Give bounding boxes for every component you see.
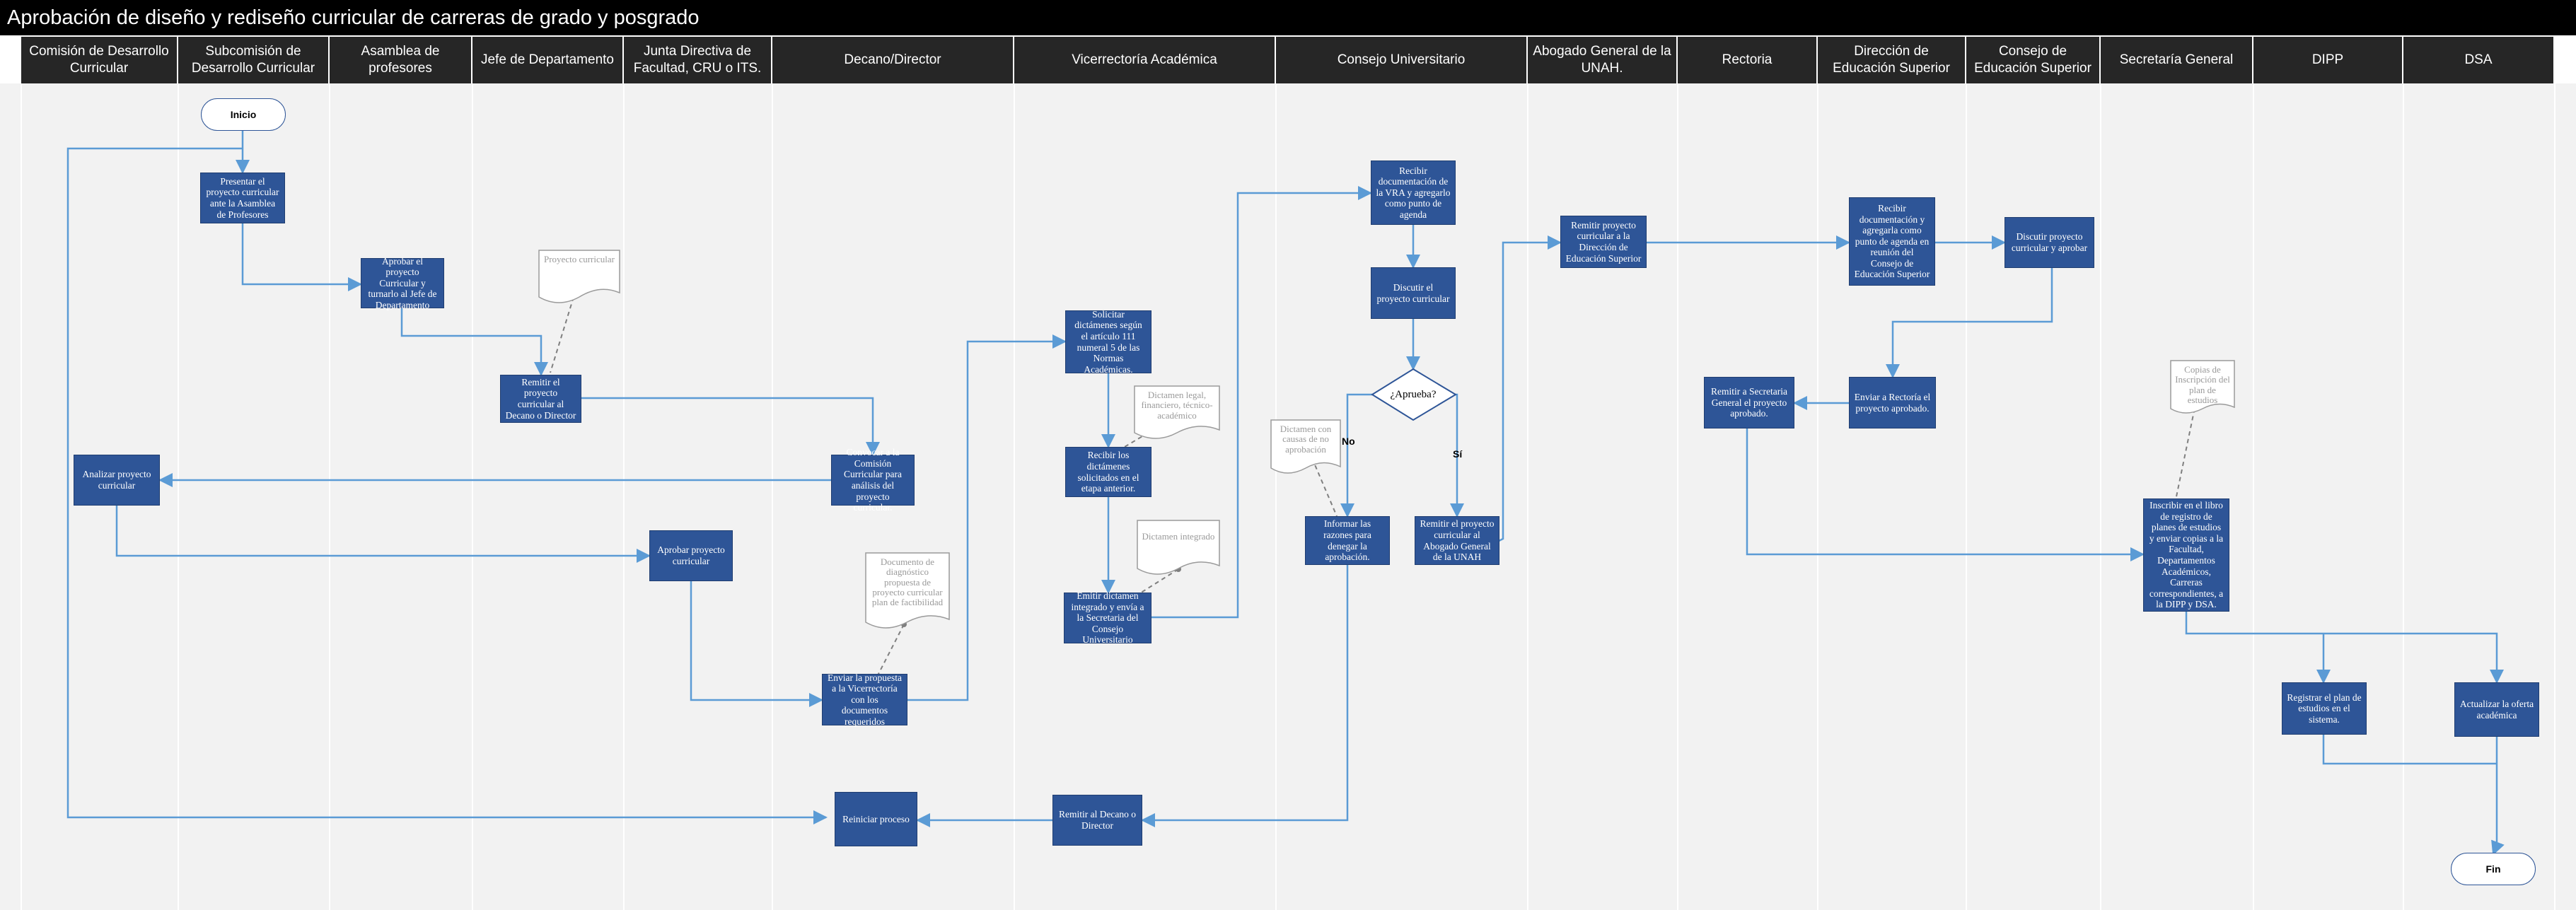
lane-header-comision: Comisión de Desarrollo Curricular	[21, 37, 178, 83]
connector	[400, 308, 548, 376]
connector	[2491, 737, 2505, 856]
connector	[115, 506, 651, 563]
end-terminator: Fin	[2451, 853, 2536, 885]
lane-header-abogado: Abogado General de la UNAH.	[1528, 37, 1678, 83]
connector	[1455, 235, 1562, 564]
doc-link	[1136, 566, 1181, 596]
step-recibir-documentacion-vra: Recibir documentación de la VRA y agrega…	[1371, 161, 1456, 225]
doc-dictamen-causas: Dictamen con causas de no aprobación	[1280, 424, 1332, 455]
doc-shape	[2170, 360, 2235, 414]
step-aprobar-turnar: Aprobar el proyecto Curricular y turnarl…	[361, 256, 444, 310]
connector	[2322, 735, 2497, 765]
step-convocar: Convocar a la Comisión Curricular para a…	[831, 447, 915, 513]
lane-header-junta: Junta Directiva de Facultad, CRU o ITS.	[624, 37, 772, 83]
step-aprobar-proyecto: Aprobar proyecto curricular	[649, 530, 733, 581]
lane-header-dipp: DIPP	[2253, 37, 2403, 83]
step-remitir-decano: Remitir el proyecto curricular al Decano…	[500, 375, 581, 423]
connector	[66, 147, 828, 824]
lane-header-subcomision: Subcomisión de Desarrollo Curricular	[178, 37, 330, 83]
connector	[1151, 186, 1372, 619]
lane-header-dsa: DSA	[2403, 37, 2555, 83]
step-remitir-des: Remitir proyecto curricular a la Direcci…	[1560, 216, 1647, 268]
decision-no-label: No	[1342, 436, 1355, 447]
connector	[1746, 428, 2145, 561]
lane-header-decano: Decano/Director	[772, 37, 1014, 83]
decision-diamond	[1371, 368, 1457, 421]
doc-shape	[865, 552, 950, 629]
step-recibir-documentacion-des: Recibir documentación y agregarla como p…	[1849, 197, 1935, 286]
step-presentar: Presentar el proyecto curricular ante la…	[200, 173, 285, 223]
step-registrar-plan: Registrar el plan de estudios en el sist…	[2282, 682, 2367, 735]
connector	[581, 397, 880, 456]
step-enviar-vicerrectoria: Enviar la propuesta a la Vicerrectoría c…	[822, 672, 907, 727]
lane-header-consejo-educacion: Consejo de Educación Superior	[1966, 37, 2101, 83]
step-remitir-abogado: Remitir el proyecto curricular al Abogad…	[1415, 516, 1499, 565]
diagram-title: Aprobación de diseño y rediseño curricul…	[0, 0, 2576, 35]
step-recibir-dictamenes: Recibir los dictámenes solicitados en el…	[1065, 447, 1151, 497]
doc-copias-inscripcion: Copias de Inscripción del plan de estudi…	[2175, 364, 2230, 405]
step-remitir-decano-director: Remitir al Decano o Director	[1052, 795, 1142, 846]
doc-shape	[538, 250, 620, 303]
step-enviar-rectoria: Enviar a Rectoría el proyecto aprobado.	[1849, 377, 1936, 428]
doc-shape	[1137, 520, 1220, 575]
connector	[2185, 612, 2504, 684]
doc-link	[1309, 455, 1338, 517]
step-solicitar-dictamenes: Solicitar dictámenes según el artículo 1…	[1065, 309, 1151, 375]
start-terminator: Inicio	[201, 98, 286, 131]
step-discutir-consejo: Discutir el proyecto curricular	[1371, 267, 1456, 319]
doc-shape	[1270, 419, 1341, 474]
lane-header-asamblea: Asamblea de profesores	[330, 37, 472, 83]
connector	[1141, 565, 1349, 827]
doc-shapes	[538, 250, 2235, 629]
doc-link	[877, 622, 907, 676]
doc-dictamen-legal: Dictamen legal, financiero, técnico-acad…	[1141, 390, 1213, 421]
connector	[1340, 393, 1372, 518]
doc-dictamen-integrado: Dictamen integrado	[1142, 531, 1215, 542]
doc-proyecto-curricular: Proyecto curricular	[544, 254, 615, 264]
step-discutir-ces: Discutir proyecto curricular y aprobar	[2004, 217, 2094, 268]
lane-header-rectoria: Rectoria	[1678, 37, 1818, 83]
step-inscribir: Inscribir en el libro de registro de pla…	[2143, 498, 2229, 612]
connector	[241, 223, 362, 291]
step-informar-razones: Informar las razones para denegar la apr…	[1305, 516, 1390, 565]
lane-header-jefe: Jefe de Departamento	[472, 37, 624, 83]
lane-header-vicerrectoria: Vicerrectoría Académica	[1014, 37, 1276, 83]
step-emitir-dictamen: Emitir dictamen integrado y envía a la S…	[1064, 590, 1151, 645]
doc-link	[550, 294, 576, 373]
step-actualizar-oferta: Actualizar la oferta académica	[2454, 682, 2539, 737]
decision-yes-label: Sí	[1453, 448, 1463, 460]
connector	[690, 581, 823, 707]
step-remitir-secretaria: Remitir a Secretaria General el proyecto…	[1704, 377, 1794, 428]
connector	[1886, 268, 2053, 378]
lane-header-direccion: Dirección de Educación Superior	[1818, 37, 1966, 83]
lane-header-consejo-universitario: Consejo Universitario	[1276, 37, 1528, 83]
step-reiniciar: Reiniciar proceso	[835, 792, 917, 846]
decision-question: ¿Aprueba?	[1390, 388, 1437, 400]
doc-documento-diagnostico: Documento de diagnóstico propuesta de pr…	[871, 556, 944, 608]
connector	[907, 334, 1067, 701]
lane-header-secretaria: Secretaría General	[2101, 37, 2253, 83]
step-analizar: Analizar proyecto curricular	[74, 455, 160, 506]
doc-shape	[1134, 385, 1220, 439]
doc-link	[2174, 398, 2199, 504]
